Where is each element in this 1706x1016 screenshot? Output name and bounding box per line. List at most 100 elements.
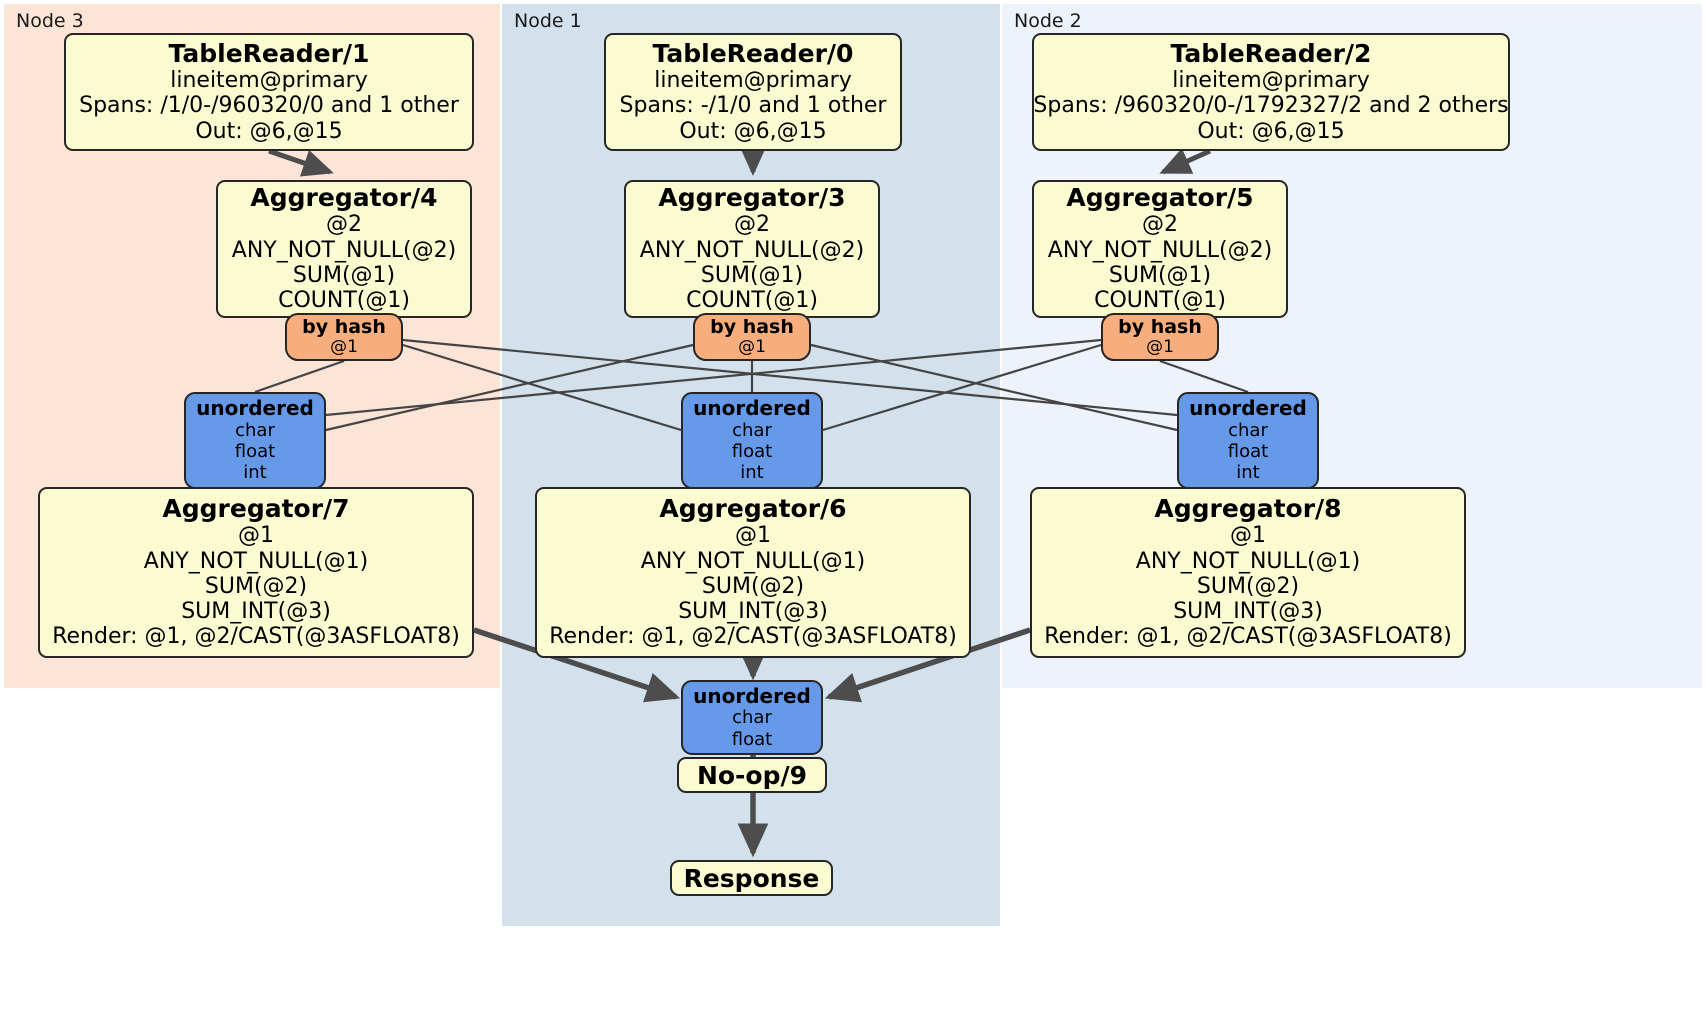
synchronizer-line-2: int <box>740 462 764 484</box>
synchronizer-line-0: char <box>235 419 275 441</box>
processor-line-3: SUM_INT(@3) <box>181 599 331 625</box>
processor-line-1: ANY_NOT_NULL(@2) <box>639 237 865 263</box>
edge-byhash4-unordered6 <box>402 343 682 432</box>
processor-line-2: Out: @6,@15 <box>1197 118 1345 144</box>
edge-aggregator7-unordered9 <box>473 627 681 703</box>
terminal-title: Response <box>683 863 820 893</box>
synchronizer-line-0: char <box>732 419 772 441</box>
node-panel-label-node1: Node 1 <box>514 10 582 32</box>
processor-title: Aggregator/8 <box>1154 494 1342 524</box>
edge-byhash4-unordered7 <box>254 359 345 394</box>
edge-byhash3-unordered7 <box>325 343 694 432</box>
processor-title: Aggregator/5 <box>1066 183 1254 213</box>
router-line-0: @1 <box>330 337 358 358</box>
processor-line-0: @2 <box>1142 212 1178 238</box>
synchronizer-line-1: float <box>731 441 773 463</box>
edge-group-reader-to-aggregator <box>268 144 1212 177</box>
processor-line-0: lineitem@primary <box>1172 68 1370 94</box>
processor-line-1: Spans: /1/0-/960320/0 and 1 other <box>79 93 459 119</box>
edge-byhash5-unordered8 <box>1159 359 1249 394</box>
synchronizer-title: unordered <box>693 396 811 421</box>
processor-line-0: @1 <box>1230 523 1266 549</box>
processor-line-2: SUM(@1) <box>700 263 804 288</box>
processor-line-3: COUNT(@1) <box>278 288 410 314</box>
edge-aggregator8-unordered9 <box>824 627 1031 703</box>
terminal-title: No-op/9 <box>696 760 808 790</box>
processor-line-4: Render: @1, @2/CAST(@3ASFLOAT8) <box>52 624 460 650</box>
processor-line-2: SUM(@2) <box>1196 573 1300 599</box>
terminal-noop9[interactable]: No-op/9 <box>677 757 827 793</box>
processor-line-1: ANY_NOT_NULL(@1) <box>1135 548 1361 574</box>
processor-line-1: ANY_NOT_NULL(@1) <box>640 548 866 574</box>
processor-line-3: SUM_INT(@3) <box>1173 599 1323 625</box>
processor-line-0: @2 <box>734 212 770 238</box>
synchronizer-title: unordered <box>196 396 314 421</box>
synchronizer-line-1: float <box>731 728 773 750</box>
processor-line-4: Render: @1, @2/CAST(@3ASFLOAT8) <box>549 624 957 650</box>
processor-title: Aggregator/6 <box>659 494 847 524</box>
processor-line-3: COUNT(@1) <box>1094 288 1226 314</box>
synchronizer-line-2: int <box>243 462 267 484</box>
edge-tablereader1-aggregator4 <box>268 148 334 177</box>
edge-group-router-mesh <box>254 338 1249 432</box>
edge-byhash5-unordered6 <box>822 343 1102 432</box>
processor-line-4: Render: @1, @2/CAST(@3ASFLOAT8) <box>1044 624 1452 650</box>
synchronizer-line-2: int <box>1236 462 1260 484</box>
node-panel-label-node2: Node 2 <box>1014 10 1082 32</box>
processor-line-0: @1 <box>735 523 771 549</box>
processor-line-1: ANY_NOT_NULL(@2) <box>1047 237 1273 263</box>
processor-line-1: Spans: -/1/0 and 1 other <box>619 93 887 119</box>
synchronizer-line-1: float <box>234 441 276 463</box>
processor-line-2: Out: @6,@15 <box>679 118 827 144</box>
processor-line-0: @2 <box>326 212 362 238</box>
router-title: by hash <box>1118 316 1202 339</box>
processor-line-0: @1 <box>238 523 274 549</box>
router-title: by hash <box>302 316 386 339</box>
router-byhash4[interactable]: by hash@1 <box>285 313 403 361</box>
terminal-response[interactable]: Response <box>670 860 833 896</box>
router-title: by hash <box>710 316 794 339</box>
processor-line-2: SUM(@2) <box>204 573 308 599</box>
edge-byhash3-unordered8 <box>810 343 1178 432</box>
router-line-0: @1 <box>1146 337 1174 358</box>
synchronizer-line-0: char <box>1228 419 1268 441</box>
processor-line-2: SUM(@1) <box>292 263 396 288</box>
edge-group-aggregator-to-final <box>473 627 1031 703</box>
processor-title: Aggregator/4 <box>250 183 438 213</box>
processor-line-2: SUM(@2) <box>701 573 805 599</box>
processor-line-2: Out: @6,@15 <box>195 118 343 144</box>
edge-byhash4-unordered8 <box>402 338 1178 417</box>
processor-title: Aggregator/3 <box>658 183 846 213</box>
processor-title: TableReader/0 <box>652 39 854 69</box>
synchronizer-line-0: char <box>732 707 772 729</box>
processor-line-0: lineitem@primary <box>654 68 852 94</box>
router-byhash5[interactable]: by hash@1 <box>1101 313 1219 361</box>
edge-byhash5-unordered7 <box>325 338 1102 417</box>
edge-tablereader2-aggregator5 <box>1159 148 1212 175</box>
processor-title: TableReader/2 <box>1170 39 1372 69</box>
processor-line-0: lineitem@primary <box>170 68 368 94</box>
router-line-0: @1 <box>738 337 766 358</box>
node-panel-label-node3: Node 3 <box>16 10 84 32</box>
processor-line-1: ANY_NOT_NULL(@1) <box>143 548 369 574</box>
processor-line-3: COUNT(@1) <box>686 288 818 314</box>
processor-line-1: ANY_NOT_NULL(@2) <box>231 237 457 263</box>
processor-line-1: Spans: /960320/0-/1792327/2 and 2 others <box>1033 93 1509 119</box>
processor-line-2: SUM(@1) <box>1108 263 1212 288</box>
router-byhash3[interactable]: by hash@1 <box>693 313 811 361</box>
processor-title: Aggregator/7 <box>162 494 350 524</box>
